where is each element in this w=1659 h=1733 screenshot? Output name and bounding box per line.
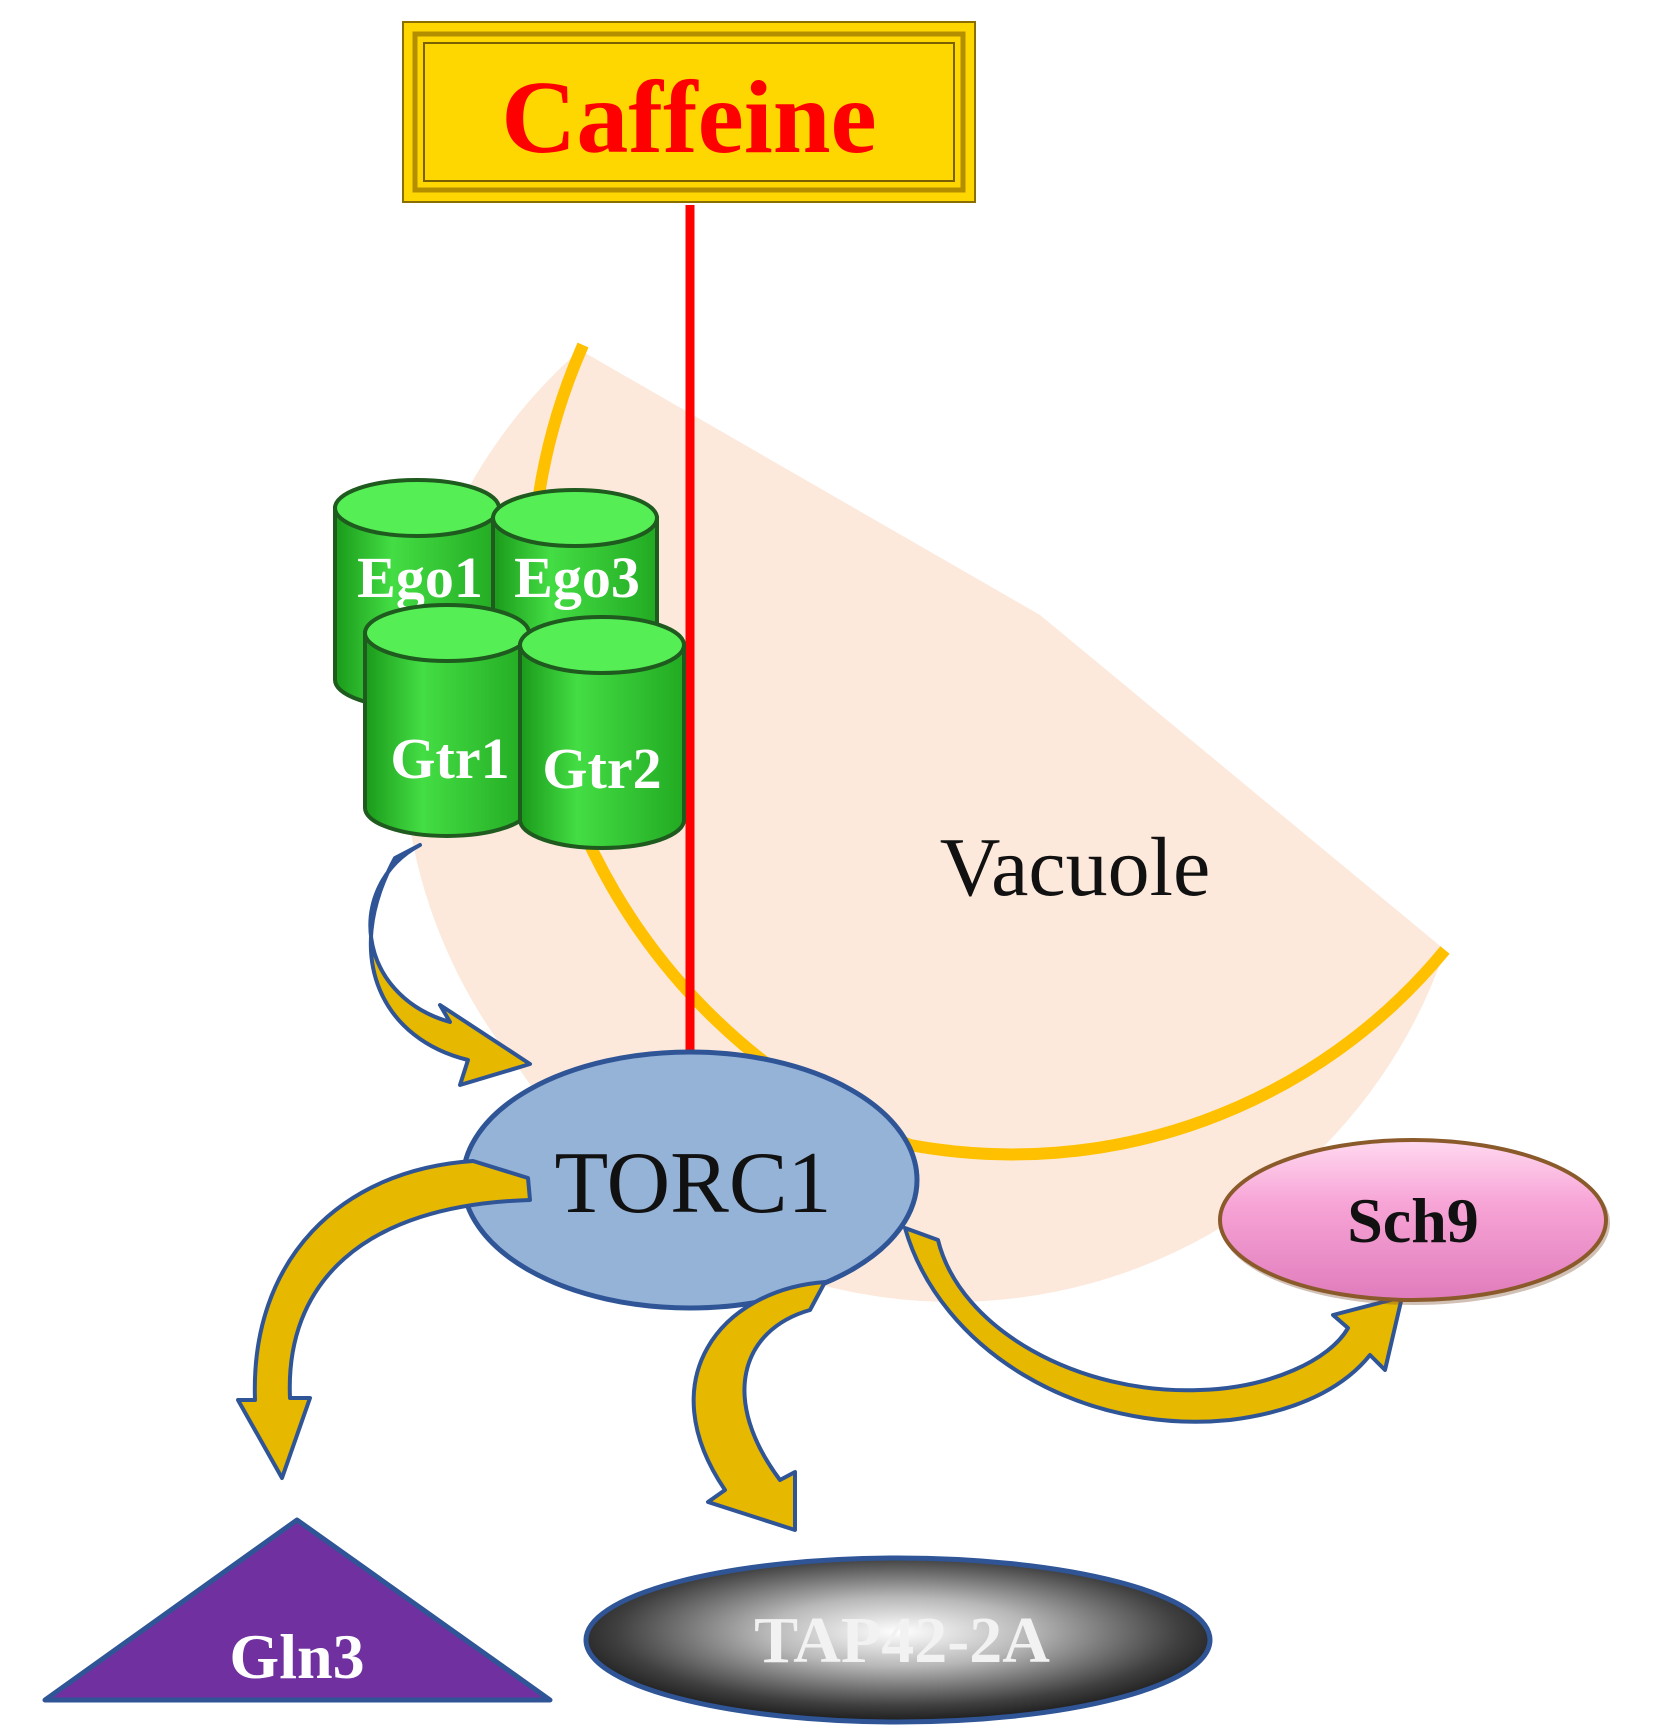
tap42-node: TAP42-2A xyxy=(583,1555,1213,1725)
arrow-torc1-to-gln3 xyxy=(236,1159,532,1480)
gtr1-cylinder xyxy=(363,603,531,838)
arrow-torc1-to-tap42 xyxy=(691,1280,827,1532)
ego3-label: Ego3 xyxy=(514,545,640,610)
sch9-label: Sch9 xyxy=(1347,1185,1479,1256)
ego1-label: Ego1 xyxy=(357,545,483,610)
gtr2-label: Gtr2 xyxy=(542,736,661,801)
gln3-label: Gln3 xyxy=(229,1621,364,1692)
vacuole-label: Vacuole xyxy=(940,821,1211,914)
torc1-node: TORC1 xyxy=(460,1049,920,1311)
caffeine-label: Caffeine xyxy=(501,60,876,175)
sch9-node: Sch9 xyxy=(1218,1138,1610,1305)
ego-gtr-complex: Ego1 Ego3 Gtr1 Gtr2 xyxy=(333,478,686,850)
tap42-label: TAP42-2A xyxy=(754,1604,1050,1677)
caffeine-box: Caffeine xyxy=(402,21,976,203)
gtr2-cylinder xyxy=(518,615,686,850)
gln3-node: Gln3 xyxy=(42,1517,553,1703)
torc1-label: TORC1 xyxy=(554,1135,831,1232)
arrow-ego-to-torc1 xyxy=(368,843,532,1087)
arrow-torc1-to-sch9 xyxy=(903,1226,1404,1424)
gtr1-label: Gtr1 xyxy=(390,726,509,791)
